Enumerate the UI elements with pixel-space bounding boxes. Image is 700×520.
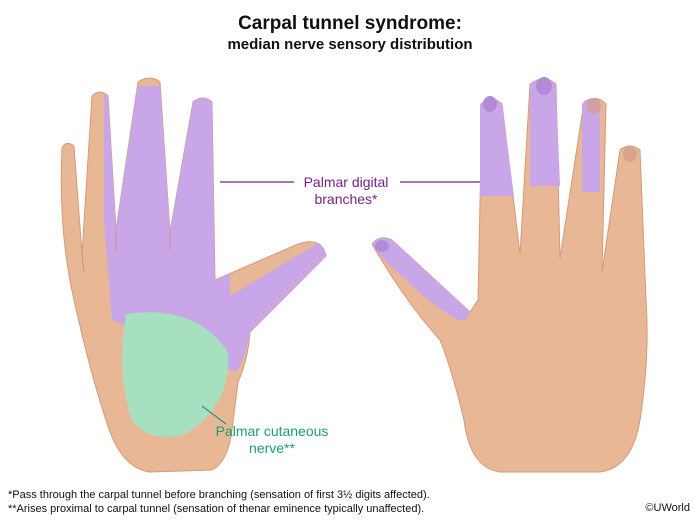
palmar-cutaneous-region: [122, 312, 229, 437]
median-nerve-dorsal-ring-half: [582, 99, 600, 192]
figure-title-block: Carpal tunnel syndrome: median nerve sen…: [0, 12, 700, 55]
left-hand-palm: [60, 77, 327, 473]
palmar-cutaneous-label: Palmar cutaneous nerve**: [215, 423, 329, 456]
footnote-2: **Arises proximal to carpal tunnel (sens…: [8, 503, 425, 515]
palmar-digital-label: Palmar digital branches*: [303, 174, 389, 207]
median-nerve-dorsal-index: [480, 99, 514, 196]
copyright: ©UWorld: [645, 502, 690, 514]
figure-title: Carpal tunnel syndrome:: [238, 13, 462, 34]
median-nerve-dorsal-thumb: [372, 237, 470, 321]
right-hand-dorsum: [371, 77, 648, 473]
right-hand-outline: [371, 78, 648, 473]
median-nerve-dorsal-middle: [530, 79, 560, 186]
footnotes: *Pass through the carpal tunnel before b…: [8, 488, 430, 516]
palmar-cutaneous-leader: [201, 405, 227, 425]
figure-subtitle: median nerve sensory distribution: [227, 36, 473, 53]
footnote-1: *Pass through the carpal tunnel before b…: [8, 489, 430, 501]
